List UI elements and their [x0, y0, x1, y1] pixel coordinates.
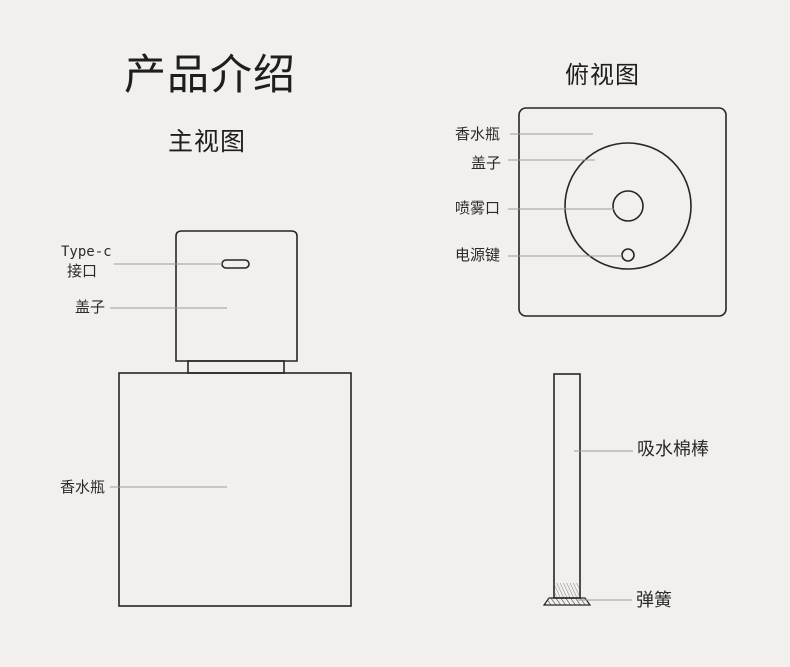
- top-bottle-shape: [518, 107, 727, 317]
- front-view-heading: 主视图: [168, 127, 247, 156]
- top-cap-circle: [564, 142, 692, 270]
- label-top-cap: 盖子: [471, 154, 502, 172]
- spring-base-shape: [542, 597, 592, 606]
- spray-nozzle-circle: [612, 190, 644, 222]
- wick-rod-shape: [553, 373, 581, 599]
- front-cap-shape: [175, 230, 298, 362]
- wick-view: [542, 373, 633, 606]
- front-neck-shape: [187, 360, 285, 374]
- front-bottle-shape: [118, 372, 352, 607]
- spring-coil-shape: [555, 583, 579, 598]
- top-view-heading: 俯视图: [565, 61, 640, 89]
- usb-c-port-icon: [221, 259, 250, 269]
- label-spring: 弹簧: [636, 590, 672, 611]
- top-view: [508, 107, 727, 317]
- label-port-line1: Type-c: [61, 244, 112, 260]
- label-nozzle: 喷雾口: [455, 199, 501, 217]
- label-top-bottle: 香水瓶: [455, 125, 501, 143]
- label-power: 电源键: [455, 246, 501, 264]
- front-view: [110, 230, 352, 607]
- label-port-line2: 接口: [67, 262, 98, 280]
- label-front-bottle: 香水瓶: [60, 478, 106, 496]
- power-button-icon: [621, 248, 635, 262]
- label-wick: 吸水棉棒: [637, 439, 709, 460]
- label-front-cap: 盖子: [75, 298, 106, 316]
- page-title: 产品介绍: [124, 50, 297, 99]
